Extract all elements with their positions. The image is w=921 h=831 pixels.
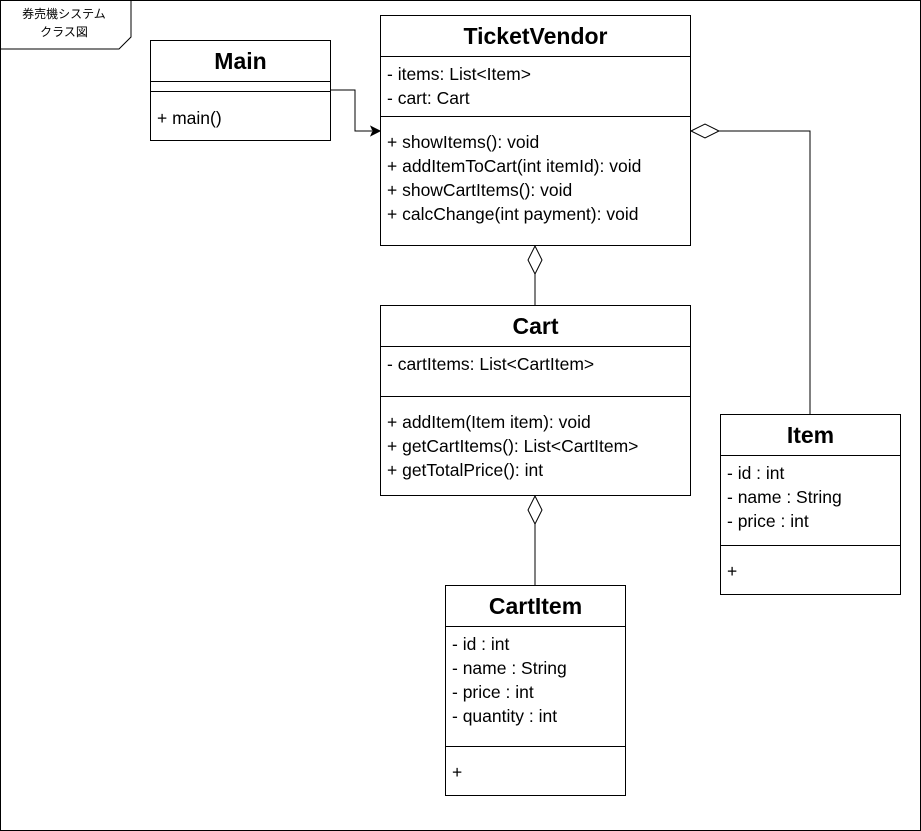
class-main-attributes bbox=[151, 82, 330, 92]
class-ticketvendor-attributes: - items: List<Item> - cart: Cart bbox=[381, 57, 690, 117]
class-attribute: - price : int bbox=[727, 511, 809, 531]
class-item-attributes: - id : int - name : String - price : int bbox=[721, 456, 900, 546]
class-method: + getCartItems(): List<CartItem> bbox=[387, 436, 639, 456]
class-main[interactable]: Main + main() bbox=[150, 40, 331, 141]
class-method: + main() bbox=[157, 108, 222, 128]
class-attribute: - name : String bbox=[452, 658, 567, 678]
frame-label-line2: クラス図 bbox=[40, 25, 88, 39]
class-attribute: - items: List<Item> bbox=[387, 64, 531, 84]
class-attribute: - price : int bbox=[452, 682, 534, 702]
class-method: + addItem(Item item): void bbox=[387, 412, 591, 432]
class-method: + bbox=[727, 561, 738, 581]
class-cart-name: Cart bbox=[381, 306, 690, 347]
ticketvendor-item-line bbox=[719, 130, 811, 414]
class-attribute: - cart: Cart bbox=[387, 88, 470, 108]
class-attribute: - cartItems: List<CartItem> bbox=[387, 354, 595, 374]
class-cart-methods: + addItem(Item item): void + getCartItems… bbox=[381, 397, 690, 482]
class-ticketvendor-methods: + showItems(): void + addItemToCart(int i… bbox=[381, 117, 690, 226]
class-item-methods: + bbox=[721, 546, 900, 583]
class-cart-attributes: - cartItems: List<CartItem> bbox=[381, 347, 690, 397]
class-main-name: Main bbox=[151, 41, 330, 82]
class-attribute: - id : int bbox=[452, 634, 510, 654]
class-attribute: - quantity : int bbox=[452, 706, 558, 726]
class-method: + showCartItems(): void bbox=[387, 180, 573, 200]
main-to-ticketvendor-line bbox=[330, 89, 372, 132]
class-item[interactable]: Item - id : int - name : String - price : … bbox=[720, 414, 901, 595]
class-main-methods: + main() bbox=[151, 92, 330, 130]
cart-cartitem-diamond bbox=[527, 494, 543, 526]
frame-label-tab: 券売機システム クラス図 bbox=[1, 1, 132, 50]
class-method: + calcChange(int payment): void bbox=[387, 204, 639, 224]
class-attribute: - name : String bbox=[727, 487, 842, 507]
class-method: + getTotalPrice(): int bbox=[387, 460, 544, 480]
class-method: + showItems(): void bbox=[387, 132, 540, 152]
frame-label-text: 券売機システム クラス図 bbox=[1, 5, 127, 41]
class-method: + bbox=[452, 762, 463, 782]
class-cartitem-attributes: - id : int - name : String - price : int - … bbox=[446, 627, 625, 747]
class-ticketvendor-name: TicketVendor bbox=[381, 16, 690, 57]
ticketvendor-cart-diamond bbox=[527, 244, 543, 276]
ticketvendor-item-diamond bbox=[689, 123, 721, 139]
class-ticketvendor[interactable]: TicketVendor - items: List<Item> - cart: … bbox=[380, 15, 691, 246]
class-cart[interactable]: Cart - cartItems: List<CartItem> + addIt… bbox=[380, 305, 691, 496]
class-attribute: - id : int bbox=[727, 463, 785, 483]
class-cartitem[interactable]: CartItem - id : int - name : String - pric… bbox=[445, 585, 626, 796]
class-method: + addItemToCart(int itemId): void bbox=[387, 156, 642, 176]
class-cartitem-name: CartItem bbox=[446, 586, 625, 627]
main-to-ticketvendor-arrowhead bbox=[369, 125, 382, 137]
frame-label-shape bbox=[1, 1, 132, 50]
class-item-name: Item bbox=[721, 415, 900, 456]
frame-label-line1: 券売機システム bbox=[22, 7, 106, 21]
class-cartitem-methods: + bbox=[446, 747, 625, 784]
